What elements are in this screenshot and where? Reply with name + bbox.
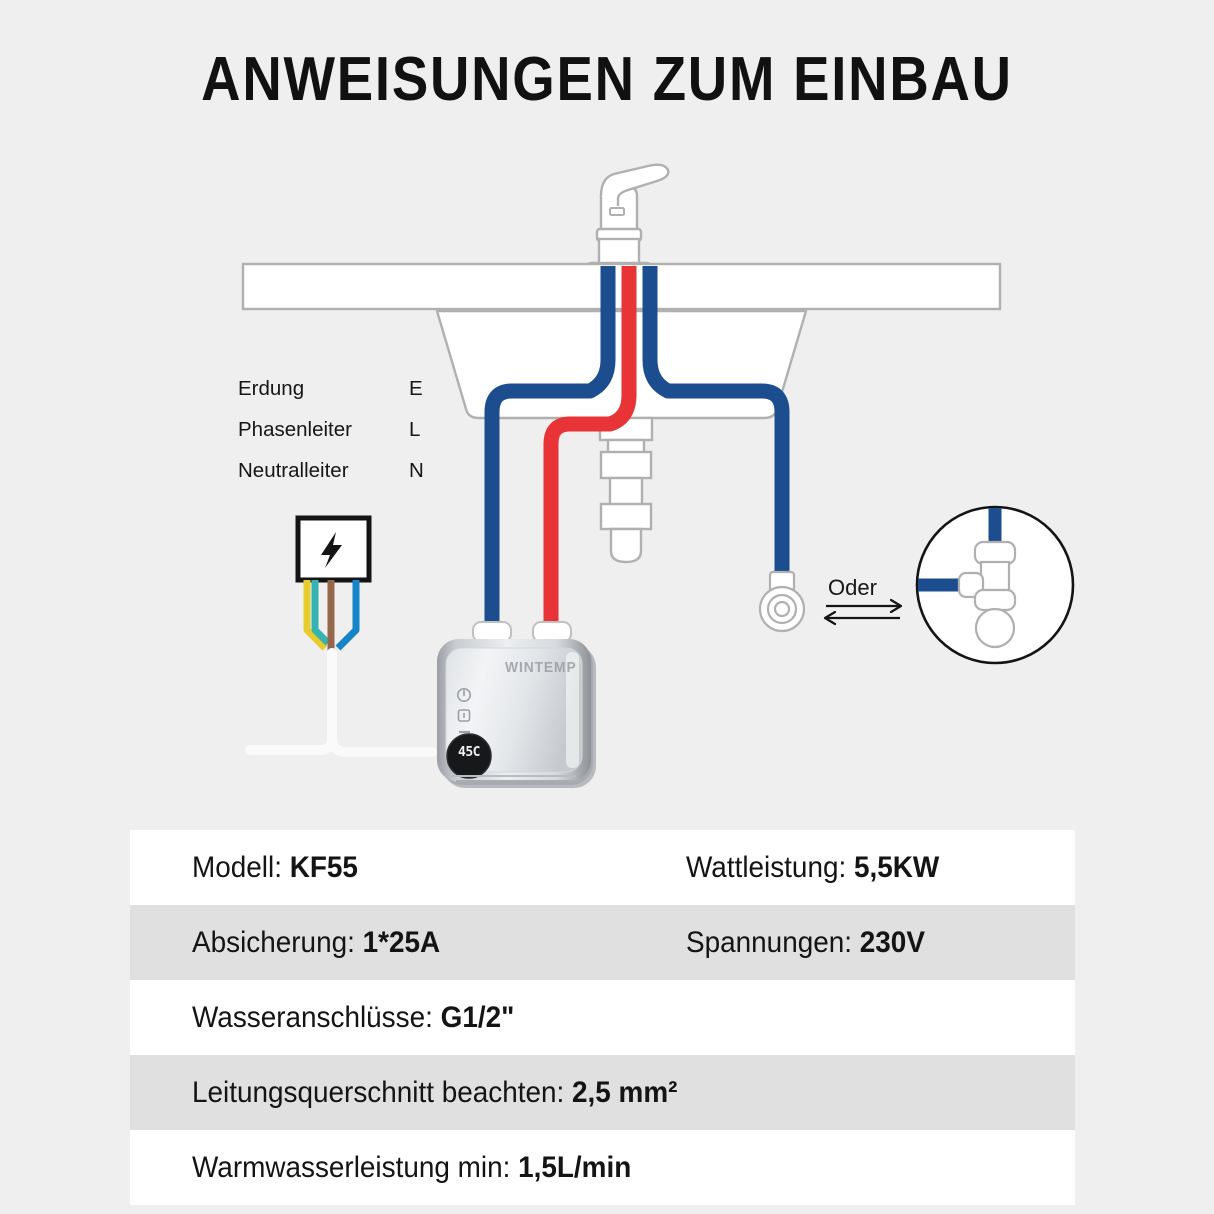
heater-brand-logo: WINTEMP (505, 659, 577, 676)
spec-cell-cable-cross-section: Leitungsquerschnitt beachten: 2,5 mm² (192, 1076, 677, 1110)
spec-cell-voltage: Spannungen: 230V (686, 926, 925, 960)
electrical-supply-box (295, 515, 372, 583)
faucet-icon (584, 163, 670, 278)
legend-letter-live: L (409, 417, 421, 441)
hot-water-pipe (543, 266, 637, 625)
electrical-wires (303, 580, 360, 655)
spec-label: Warmwasserleistung min: (192, 1150, 519, 1184)
legend-label-neutral: Neutralleiter (238, 458, 349, 482)
neutral-wire-swatch (162, 460, 218, 481)
spec-cell-hot-water-output: Warmwasserleistung min: 1,5L/min (192, 1151, 631, 1185)
heater-inlet-caps (472, 621, 572, 643)
spec-value: G1/2" (440, 1000, 515, 1034)
display-icon (457, 709, 471, 722)
or-arrows-icon (823, 598, 903, 626)
legend-label-live: Phasenleiter (238, 417, 352, 441)
power-cable-to-unit (327, 648, 437, 757)
drain-assembly (598, 416, 654, 564)
page-title: ANWEISUNGEN ZUM EINBAU (201, 45, 1013, 114)
spec-cell-water-connection: Wasseranschlüsse: G1/2" (192, 1001, 514, 1035)
table-row: Wasseranschlüsse: G1/2" (130, 980, 1075, 1055)
table-row: Absicherung: 1*25A Spannungen: 230V (130, 905, 1075, 980)
legend-letter-neutral: N (409, 458, 424, 482)
table-row: Modell: KF55 Wattleistung: 5,5KW (130, 830, 1075, 905)
spec-cell-wattage: Wattleistung: 5,5KW (686, 851, 939, 885)
legend-item-live: Phasenleiter L (162, 409, 462, 450)
spec-value: 5,5KW (853, 850, 940, 884)
spec-label: Wasseranschlüsse: (192, 1000, 441, 1034)
power-icon (456, 687, 471, 702)
legend-item-neutral: Neutralleiter N (162, 450, 462, 491)
legend-item-earth: Erdung E (162, 368, 462, 409)
earth-wire-swatch (162, 378, 218, 399)
heater-display-value: 45C (458, 745, 480, 760)
neutral-wire-blue (335, 580, 360, 651)
power-cable (245, 648, 337, 755)
spec-value: 2,5 mm² (572, 1075, 678, 1109)
specification-table: Modell: KF55 Wattleistung: 5,5KW Absiche… (130, 830, 1075, 1205)
wiring-legend: Erdung E Phasenleiter L Neutralleiter N (162, 368, 462, 491)
spec-value: 1*25A (362, 925, 441, 959)
earth-wire-yellow (303, 580, 328, 651)
spec-value: 1,5L/min (518, 1150, 632, 1184)
cold-water-pipe-right (642, 266, 790, 572)
water-heater-unit (437, 639, 596, 788)
installation-diagram (241, 163, 1075, 788)
spec-value: 230V (859, 925, 925, 959)
wall-outlet-connector (758, 570, 806, 633)
spec-cell-fuse: Absicherung: 1*25A (192, 926, 440, 960)
detail-circle-angle-valve (915, 505, 1075, 665)
table-row: Leitungsquerschnitt beachten: 2,5 mm² (130, 1055, 1075, 1130)
spec-label: Spannungen: (686, 925, 860, 959)
cold-water-pipe-left (484, 266, 616, 625)
spec-cell-model: Modell: KF55 (192, 851, 358, 885)
or-label: Oder (828, 575, 877, 600)
legend-label-earth: Erdung (238, 376, 305, 400)
spec-label: Wattleistung: (686, 850, 854, 884)
spec-value: KF55 (289, 850, 358, 884)
spec-label: Absicherung: (192, 925, 363, 959)
lightning-bolt-icon (321, 532, 342, 568)
table-row: Warmwasserleistung min: 1,5L/min (130, 1130, 1075, 1205)
spec-label: Leitungsquerschnitt beachten: (192, 1075, 573, 1109)
live-wire-swatch (162, 419, 218, 440)
legend-letter-earth: E (409, 376, 423, 400)
heater-display (446, 733, 492, 779)
spec-label: Modell: (192, 850, 290, 884)
earth-wire-green (311, 580, 331, 646)
